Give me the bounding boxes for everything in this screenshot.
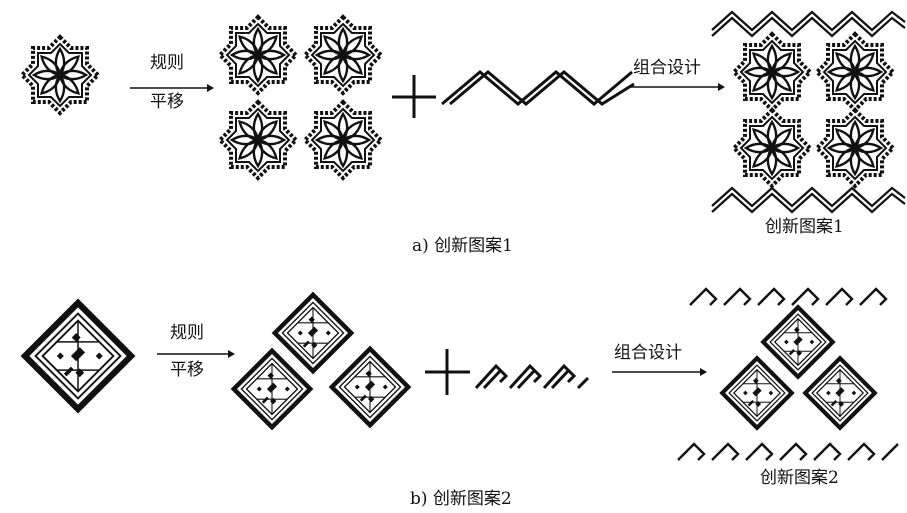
source-diamond-tile bbox=[25, 303, 131, 409]
arrow-label-combine-a: 组合设计 bbox=[633, 58, 701, 78]
source-flower-motif bbox=[20, 35, 100, 115]
arrowhead-icon bbox=[228, 350, 235, 358]
arrow-label-combine-b: 组合设计 bbox=[614, 343, 682, 363]
caption-a: a) 创新图案1 bbox=[412, 236, 513, 256]
arrowhead-icon bbox=[700, 368, 707, 376]
result-pattern-2 bbox=[677, 287, 899, 461]
translated-flower-grid bbox=[218, 15, 383, 180]
translated-tile-group bbox=[234, 295, 408, 427]
arrowhead-icon bbox=[207, 84, 214, 92]
caption-b: b) 创新图案2 bbox=[410, 489, 512, 509]
arrow-label-regular-a: 规则 bbox=[150, 53, 184, 73]
fret-wave-motif bbox=[474, 363, 590, 390]
panel-b bbox=[25, 287, 899, 461]
arrowhead-icon bbox=[718, 83, 725, 91]
result-label-b: 创新图案2 bbox=[760, 468, 839, 488]
result-label-a: 创新图案1 bbox=[765, 217, 844, 237]
panel-a bbox=[20, 10, 906, 214]
zigzag-line-motif bbox=[441, 70, 635, 106]
arrow-label-translate-a: 平移 bbox=[150, 92, 184, 112]
arrow-label-translate-b: 平移 bbox=[170, 360, 204, 380]
plus-sign-b bbox=[425, 349, 470, 395]
result-pattern-1 bbox=[711, 10, 906, 214]
arrow-label-regular-b: 规则 bbox=[170, 323, 204, 343]
plus-sign-a bbox=[392, 75, 436, 118]
